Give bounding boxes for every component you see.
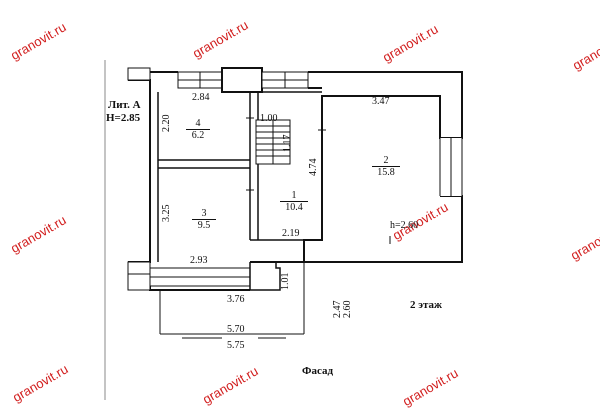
room-4: 4 6.2 (186, 118, 210, 141)
room-number: 2 (372, 155, 400, 167)
dim-1-17: 1.17 (282, 134, 293, 153)
room-1: 1 10.4 (280, 190, 308, 213)
dim-2-60: 2.60 (342, 300, 353, 319)
dim-5-75: 5.75 (227, 340, 245, 351)
dim-4-74: 4.74 (308, 158, 319, 177)
dim-2-93: 2.93 (190, 255, 208, 266)
staircase (255, 119, 291, 165)
outer-walls (128, 71, 463, 291)
room-number: 3 (192, 208, 216, 220)
dim-3-76: 3.76 (227, 294, 245, 305)
inner-walls (157, 91, 322, 262)
facade-label: Фасад (302, 365, 334, 377)
room-number: 4 (186, 118, 210, 130)
dim-3-47: 3.47 (372, 96, 390, 107)
room-area: 15.8 (377, 167, 395, 178)
room-area: 9.5 (197, 220, 211, 231)
dimension-lines (159, 262, 305, 339)
dim-1-00: 1.00 (260, 113, 278, 124)
dim-3-25: 3.25 (161, 204, 172, 223)
height-label: Н=2.85 (106, 112, 141, 124)
room-area: 6.2 (191, 130, 205, 141)
floor-plan (104, 60, 463, 400)
doors (246, 117, 391, 244)
litera-label: Лит. А (108, 99, 141, 111)
room-3: 3 9.5 (192, 208, 216, 231)
dim-1-01: 1.01 (280, 272, 291, 291)
room-area: 10.4 (285, 202, 303, 213)
dim-2-20: 2.20 (161, 114, 172, 133)
floor-label: 2 этаж (410, 299, 443, 311)
room-2: 2 15.8 (372, 155, 400, 178)
dim-5-70: 5.70 (227, 324, 245, 335)
dim-2-19: 2.19 (282, 228, 300, 239)
room-number: 1 (280, 190, 308, 202)
room2-height: h=2.60 (390, 220, 419, 231)
entrance (249, 262, 281, 291)
windows (127, 67, 463, 291)
dim-2-84: 2.84 (192, 92, 210, 103)
